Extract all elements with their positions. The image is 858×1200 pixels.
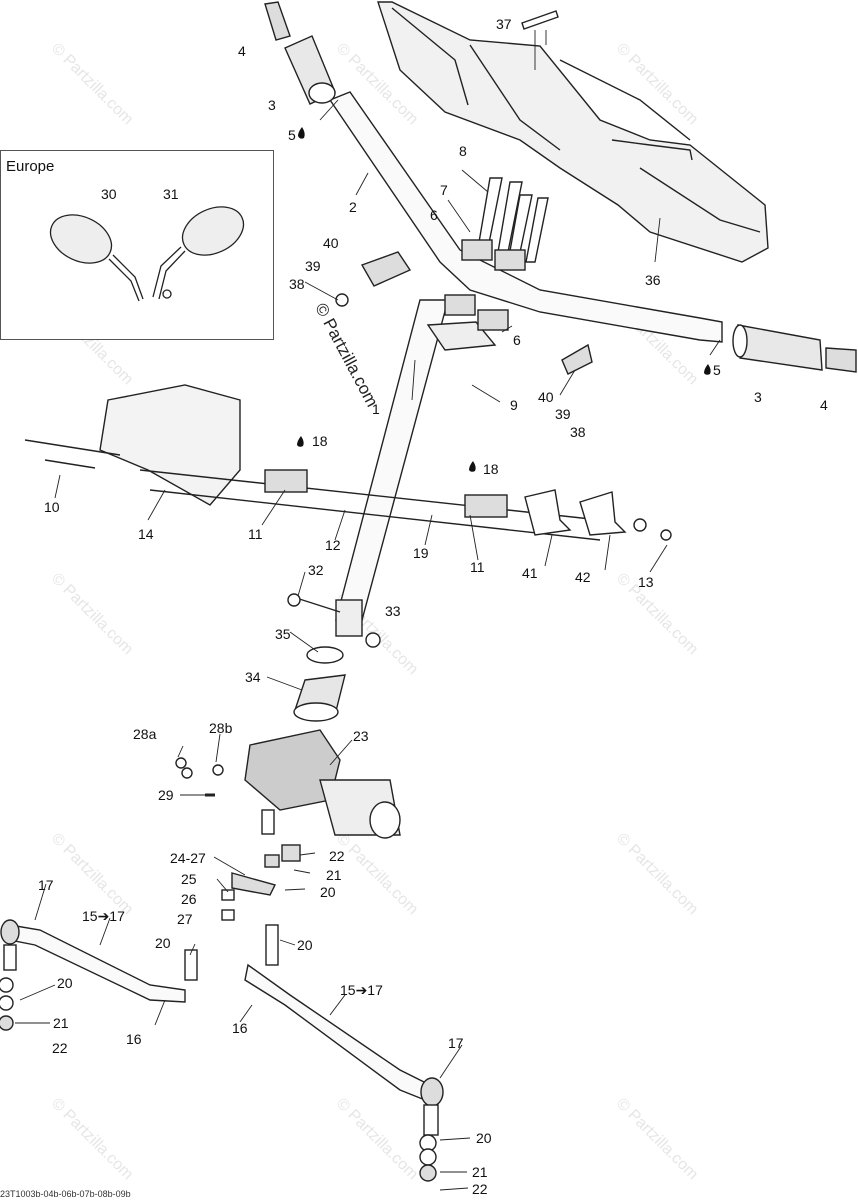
callout-3: 3 [268,97,276,113]
callout-19: 19 [413,545,429,561]
callout-33: 33 [385,603,401,619]
callout-42: 42 [575,569,591,585]
callout-18: 18 [483,461,499,477]
callout-16: 16 [126,1031,142,1047]
steering-column [335,299,449,637]
callout-28a: 28a [133,726,157,742]
callout-21: 21 [472,1164,488,1180]
callout-41: 41 [522,565,538,581]
callout-5: 5 [288,127,296,143]
callout-29: 29 [158,787,174,803]
callout-6: 6 [513,332,521,348]
callout-15-17: 15➔17 [340,982,383,998]
steering-gear [175,729,401,839]
callout-6: 6 [430,207,438,223]
callout-24-27: 24-27 [170,850,206,866]
callout-20: 20 [476,1130,492,1146]
callout-22: 22 [329,848,345,864]
callout-7: 7 [440,182,448,198]
handlebar [328,91,723,343]
callout-3: 3 [754,389,762,405]
callout-20: 20 [57,975,73,991]
callout-31: 31 [163,186,179,202]
callout-36: 36 [645,272,661,288]
callout-37: 37 [496,16,512,32]
callout-9: 9 [510,397,518,413]
left-tie-rod [0,919,198,1031]
inset-title: Europe [6,158,55,175]
callout-25: 25 [181,871,197,887]
callout-2: 2 [349,199,357,215]
callout-13: 13 [638,574,654,590]
callout-11: 11 [470,559,485,575]
handlebar-cover [377,1,769,263]
callout-20: 20 [297,937,313,953]
callout-4: 4 [820,397,828,413]
callout-20: 20 [155,935,171,951]
callout-39: 39 [555,406,571,422]
callout-39: 39 [305,258,321,274]
callout-17: 17 [448,1035,464,1051]
diagram-code: 23T1003b-04b-06b-07b-08b-09b [0,1189,131,1199]
callout-17: 17 [38,877,54,893]
callout-18: 18 [312,433,328,449]
europe-mirror-inset: Europe [0,150,274,340]
callout-10: 10 [44,499,60,515]
callout-22: 22 [472,1181,488,1197]
callout-4: 4 [238,43,246,59]
callout-38: 38 [289,276,305,292]
callout-40: 40 [538,389,554,405]
callout-20: 20 [320,884,336,900]
callout-27: 27 [177,911,193,927]
mirror-drawings [49,206,245,302]
callout-16: 16 [232,1020,248,1036]
callout-40: 40 [323,235,339,251]
callout-35: 35 [275,626,291,642]
callout-28b: 28b [209,720,233,736]
callout-14: 14 [138,526,154,542]
callout-23: 23 [353,728,369,744]
callout-12: 12 [325,537,341,553]
callout-5: 5 [713,362,721,378]
callout-38: 38 [570,424,586,440]
callout-11: 11 [248,526,263,542]
callout-21: 21 [53,1015,69,1031]
right-tie-rod [244,924,444,1182]
callout-30: 30 [101,186,117,202]
callout-26: 26 [181,891,197,907]
callout-8: 8 [459,143,467,159]
callout-22: 22 [52,1040,68,1056]
callout-15-17: 15➔17 [82,908,125,924]
callout-32: 32 [308,562,324,578]
callout-21: 21 [326,867,342,883]
callout-34: 34 [245,669,261,685]
callout-1: 1 [372,401,380,417]
